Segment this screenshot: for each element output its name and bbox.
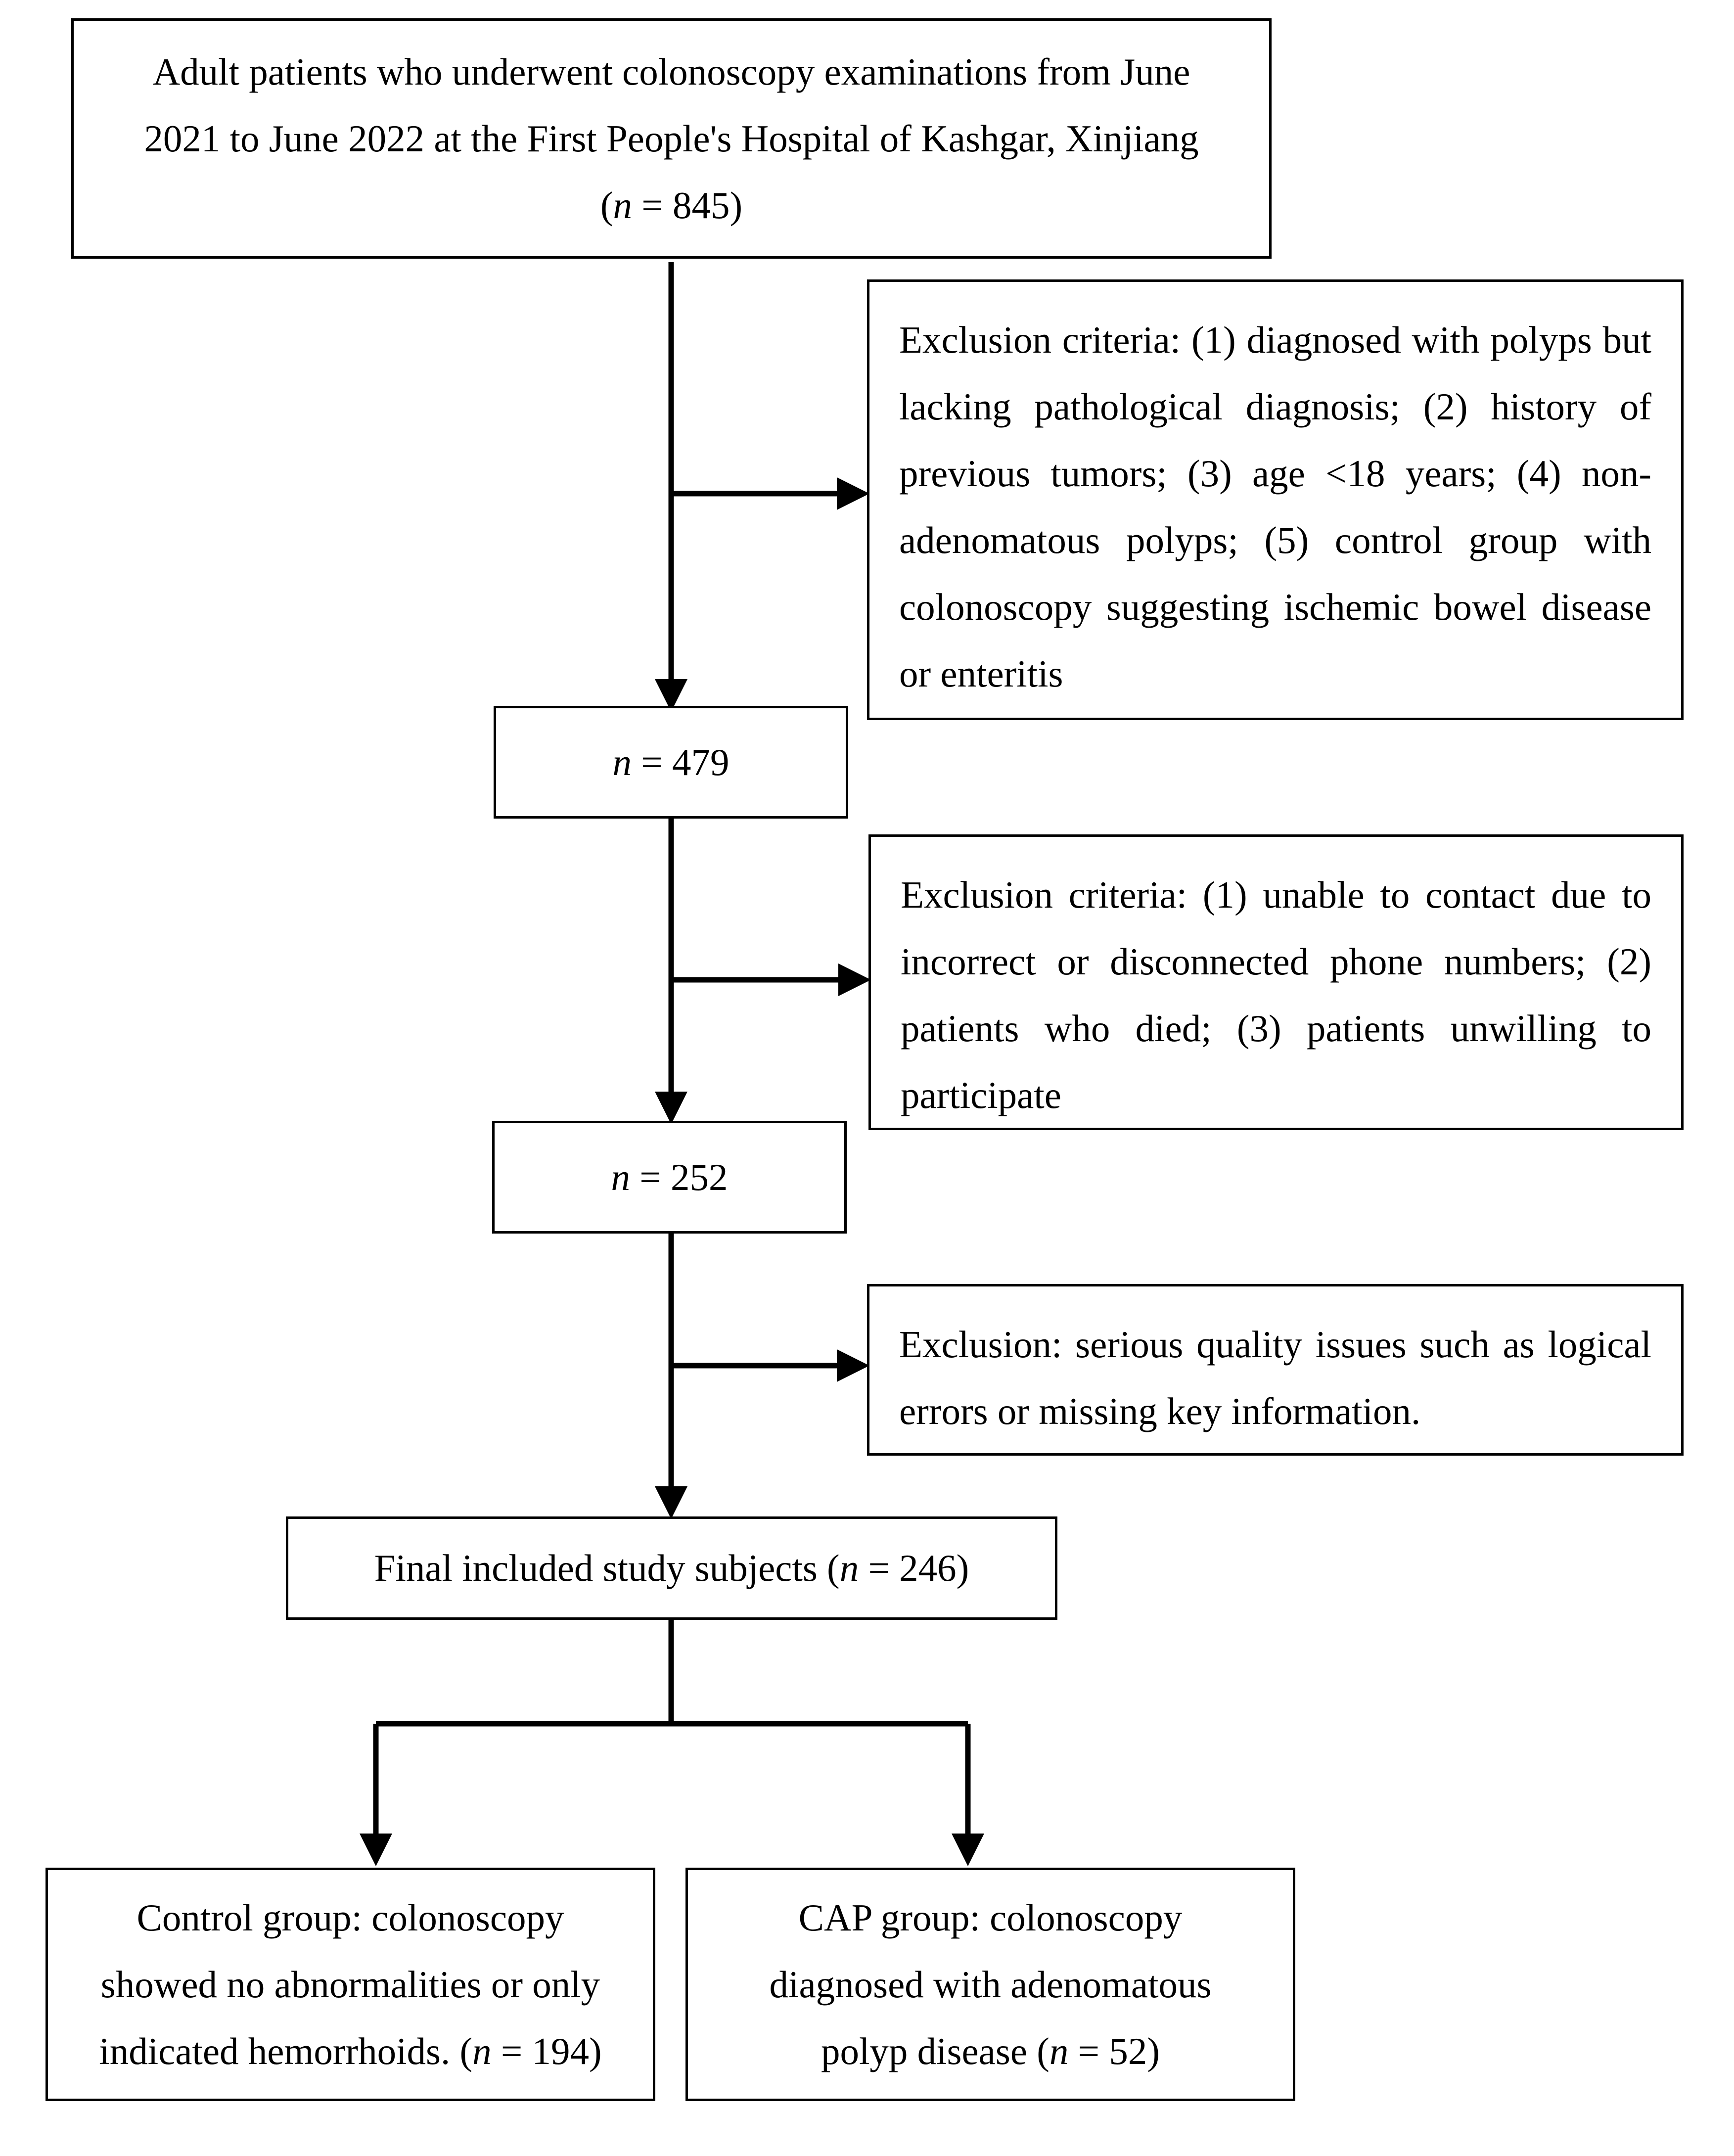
cap-group-line-2: diagnosed with adenomatous: [769, 1963, 1212, 2006]
step-box-479: n = 479: [494, 706, 848, 819]
final-rest: = 246): [859, 1547, 969, 1589]
top-box-line-1: Adult patients who underwent colonoscopy…: [152, 50, 1190, 93]
control-line3-prefix: indicated hemorrhoids. (: [99, 2029, 473, 2072]
step-252-value: = 252: [630, 1155, 728, 1198]
control-group-line-2: showed no abnormalities or only: [100, 1963, 600, 2006]
exclusion-box-3: Exclusion: serious quality issues such a…: [867, 1284, 1684, 1456]
count-var: n: [613, 183, 633, 227]
top-box-count: (n = 845): [144, 172, 1198, 239]
step-252-count: n = 252: [611, 1144, 728, 1211]
final-included-box: Final included study subjects (n = 246): [286, 1516, 1057, 1620]
cap-var: n: [1049, 2029, 1069, 2072]
step-box-252: n = 252: [492, 1121, 847, 1234]
count-open: (: [600, 183, 613, 227]
final-included-text: Final included study subjects (n = 246): [374, 1535, 969, 1602]
step-479-var: n: [612, 740, 632, 783]
final-prefix: Final included study subjects (: [374, 1547, 840, 1589]
exclusion-criteria-box-2: Exclusion criteria: (1) unable to contac…: [868, 834, 1684, 1130]
control-group-line-3: indicated hemorrhoids. (n = 194): [99, 2018, 601, 2085]
cap-line3-prefix: polyp disease (: [821, 2029, 1050, 2072]
exclusion-3-text: Exclusion: serious quality issues such a…: [899, 1323, 1651, 1432]
control-group-line-1: Control group: colonoscopy: [137, 1896, 564, 1939]
cap-group-line-1: CAP group: colonoscopy: [798, 1896, 1183, 1939]
top-box: Adult patients who underwent colonoscopy…: [71, 18, 1272, 259]
step-479-count: n = 479: [613, 729, 730, 796]
cap-line3-rest: = 52): [1068, 2029, 1160, 2072]
step-479-value: = 479: [632, 740, 730, 783]
control-var: n: [472, 2029, 492, 2072]
count-rest: = 845): [632, 183, 743, 227]
top-box-line-2: 2021 to June 2022 at the First People's …: [144, 117, 1199, 160]
control-line3-rest: = 194): [491, 2029, 602, 2072]
control-group-box: Control group: colonoscopy showed no abn…: [46, 1868, 655, 2101]
exclusion-criteria-box-1: Exclusion criteria: (1) diagnosed with p…: [867, 279, 1684, 720]
cap-group-line-3: polyp disease (n = 52): [770, 2018, 1212, 2085]
exclusion-criteria-1-text: Exclusion criteria: (1) diagnosed with p…: [899, 319, 1651, 695]
cap-group-box: CAP group: colonoscopy diagnosed with ad…: [685, 1868, 1295, 2101]
final-var: n: [839, 1547, 859, 1589]
step-252-var: n: [611, 1155, 631, 1198]
exclusion-criteria-2-text: Exclusion criteria: (1) unable to contac…: [901, 873, 1651, 1116]
